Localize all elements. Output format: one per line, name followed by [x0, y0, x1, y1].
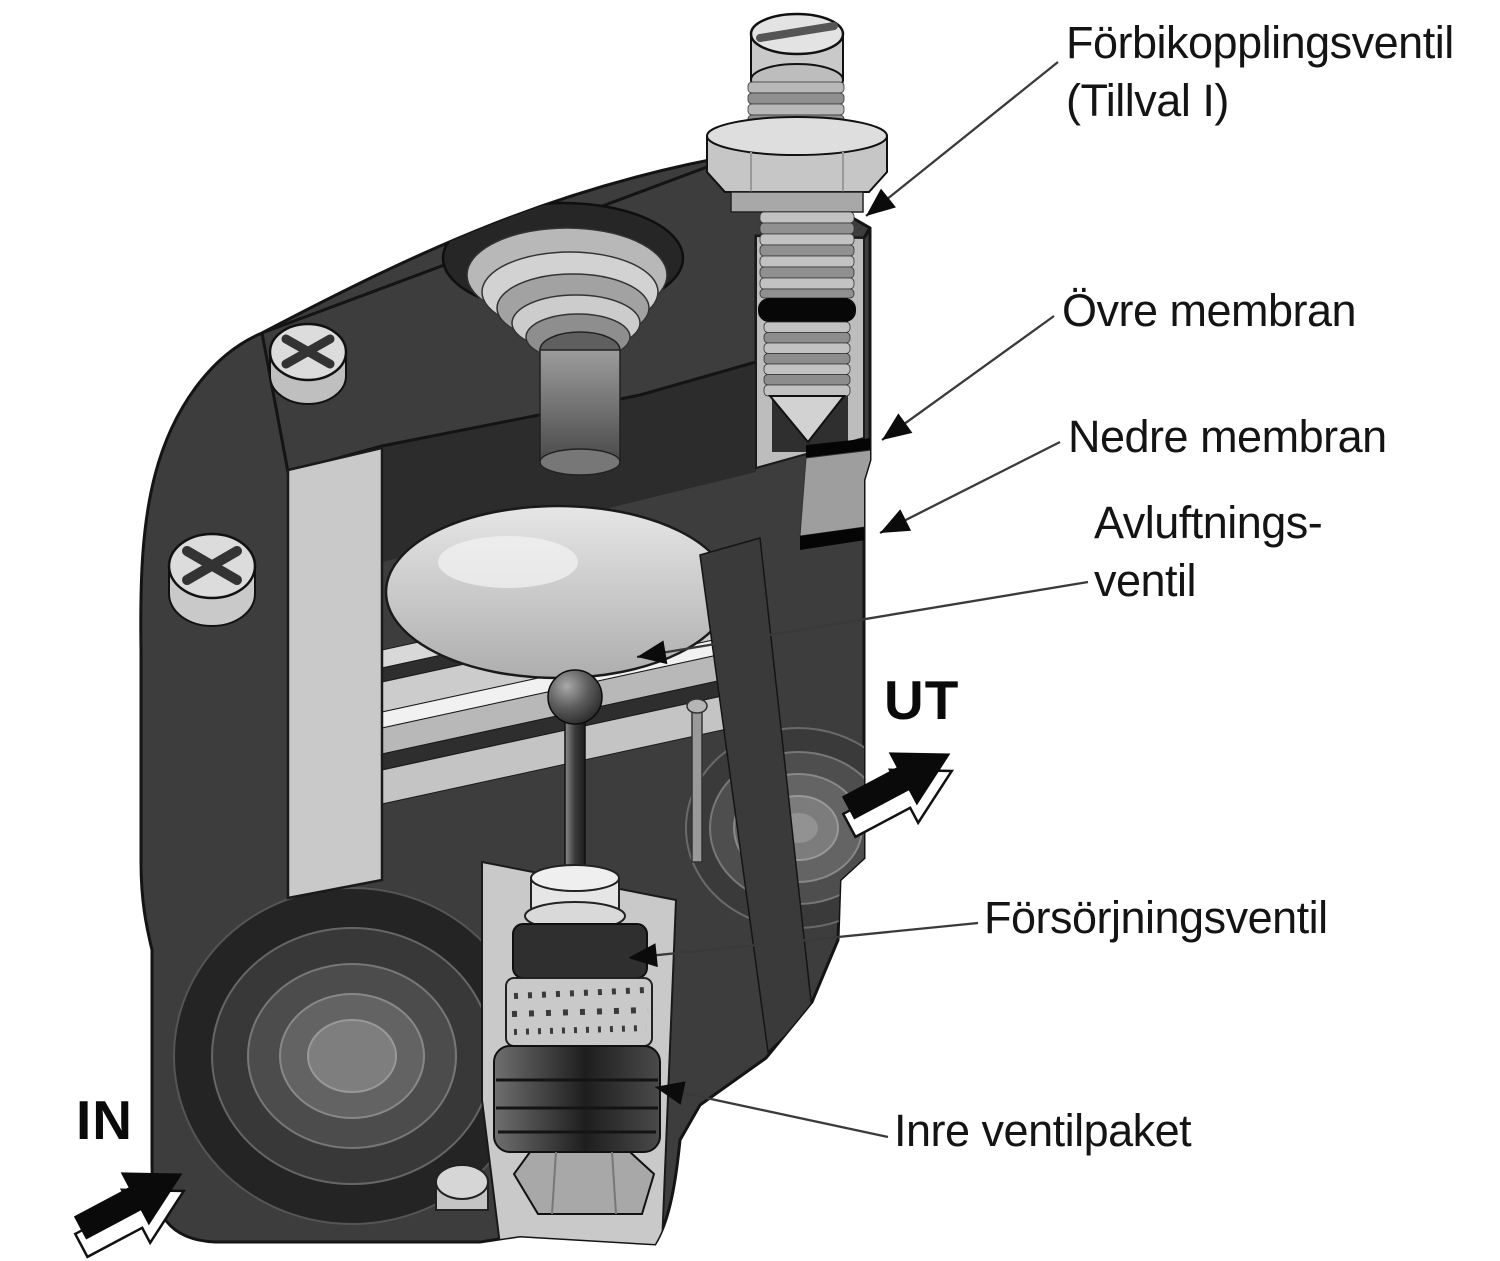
pack-hex-nut: [512, 1151, 656, 1215]
phillips-cross-icon: [182, 546, 242, 585]
outlet-flow-arrow-icon: [841, 752, 955, 839]
inlet-port-threads: [173, 887, 531, 1225]
inner-valve-pack-cylinder: [493, 1045, 661, 1153]
inlet-flow-arrow-icon: [73, 1172, 187, 1259]
label-lower-membrane: Nedre membran: [1068, 411, 1387, 462]
label-outlet: UT: [884, 669, 960, 731]
bypass-washer: [730, 191, 864, 213]
phillips-screw-left: [167, 532, 257, 627]
leader-supply-valve: [627, 921, 979, 968]
leader-inner-valve-pack: [654, 1081, 889, 1139]
bypass-o-ring: [758, 298, 856, 322]
label-bypass-valve-line2: (Tillval I): [1066, 75, 1229, 126]
label-vent-valve-line1: Avluftnings-: [1094, 497, 1323, 548]
knurled-ring: [512, 923, 648, 979]
phillips-screw-top: [268, 322, 348, 405]
membrane-gap-band: [799, 449, 871, 537]
bypass-needle-tip: [767, 395, 847, 444]
diaphragm-dome: [384, 504, 732, 680]
supply-valve-spool: [524, 864, 626, 931]
screw-slot: [756, 22, 838, 42]
label-inlet: IN: [76, 1089, 133, 1151]
valve-ball: [547, 669, 603, 725]
bypass-mid-threads: [759, 211, 855, 299]
valve-stem: [564, 711, 586, 885]
speckled-band: [505, 977, 653, 1047]
bypass-hex-nut: [706, 116, 888, 193]
left-cut-wall: [286, 446, 384, 900]
label-bypass-valve: Förbikopplingsventil (Tillval I): [1066, 14, 1454, 130]
phillips-cross-icon: [281, 334, 335, 369]
leader-upper-membrane: [881, 315, 1055, 441]
leader-bypass-valve: [865, 61, 1059, 217]
pilot-pin: [686, 698, 708, 863]
upper-membrane-line: [806, 438, 871, 458]
leader-vent-valve: [636, 580, 1089, 665]
top-bore-threads: [441, 201, 685, 476]
lower-membrane-line: [800, 526, 871, 550]
label-vent-valve: Avluftnings- ventil: [1094, 494, 1323, 610]
label-supply-valve: Försörjningsventil: [984, 892, 1328, 943]
label-upper-membrane: Övre membran: [1062, 285, 1357, 336]
leader-lower-membrane: [879, 440, 1061, 535]
label-bypass-valve-line1: Förbikopplingsventil: [1066, 17, 1454, 68]
label-vent-valve-line2: ventil: [1094, 555, 1197, 606]
foot-roller: [435, 1164, 489, 1211]
label-inner-valve-pack: Inre ventilpaket: [894, 1105, 1192, 1156]
bypass-lower-threads: [763, 321, 851, 397]
